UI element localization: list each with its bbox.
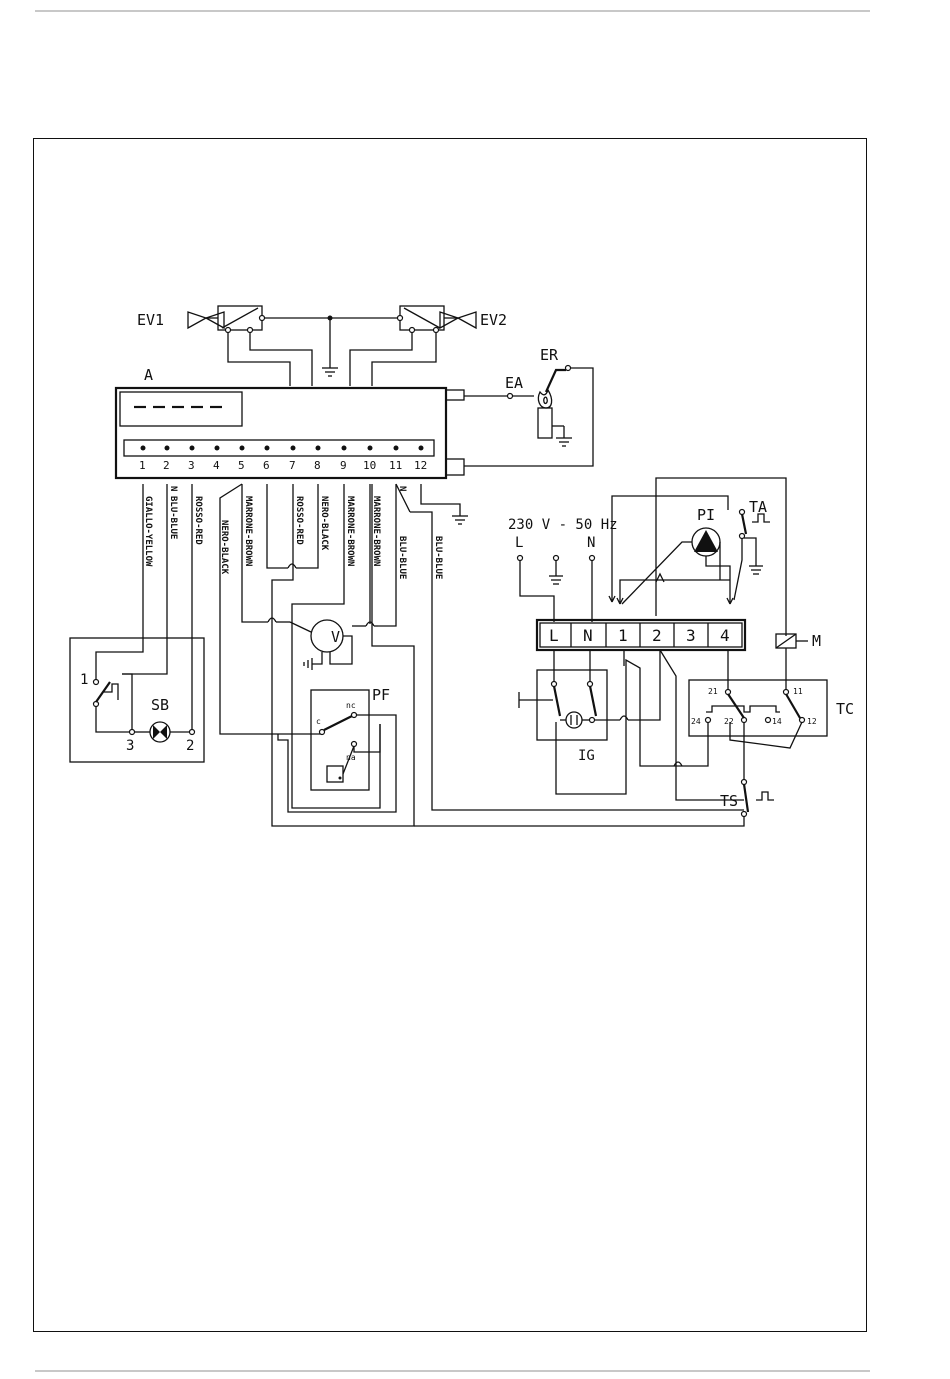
thermostat-ta (734, 510, 770, 601)
wire-label-5: MARRONE-BROWN (243, 496, 253, 566)
terminal-2: 2 (652, 626, 662, 645)
wire-label-10: MARRONE-BROWN (371, 496, 381, 566)
sb-box (70, 638, 204, 762)
relay-m (776, 634, 808, 690)
pin-9: 9 (340, 459, 347, 472)
pin-3: 3 (188, 459, 195, 472)
bottom-rule (35, 1370, 870, 1372)
er-label: ER (540, 346, 559, 364)
pin-5: 5 (238, 459, 245, 472)
pf-term-c: c (316, 717, 321, 726)
tc-label: TC (836, 700, 854, 718)
wire-label-9: MARRONE-BROWN (345, 496, 355, 566)
control-box-label: A (144, 366, 153, 384)
ev2-valve (398, 306, 477, 333)
sb-term-2: 2 (186, 738, 194, 754)
tc-term-11: 11 (793, 687, 803, 696)
ta-label: TA (749, 498, 767, 516)
wire-label-4: NERO-BLACK (219, 520, 229, 575)
wire-label-7: ROSSO-RED (294, 496, 304, 545)
wire-label-11: BLU-BLUE (397, 536, 407, 579)
tc-term-14: 14 (772, 717, 782, 726)
pf-term-na: na (346, 753, 356, 762)
pf-switch (268, 690, 396, 812)
ev1-label: EV1 (137, 311, 164, 329)
sb-label: SB (151, 696, 169, 714)
wire-label-1: GIALLO-YELLOW (143, 496, 153, 567)
supply-l: L (515, 535, 523, 551)
fan-v (290, 620, 352, 670)
wire-label-n2: N (168, 486, 178, 491)
pin-6: 6 (263, 459, 270, 472)
ev2-label: EV2 (480, 311, 507, 329)
supply-n: N (587, 535, 595, 551)
pin-12: 12 (414, 459, 427, 472)
sb-term-3: 3 (126, 738, 134, 754)
pin-8: 8 (314, 459, 321, 472)
tc-box (674, 650, 827, 780)
ea-label: EA (505, 374, 523, 392)
pin-2: 2 (163, 459, 170, 472)
pin-4: 4 (213, 459, 220, 472)
ev1-valve (188, 306, 265, 333)
ig-box (519, 650, 744, 800)
pin-7: 7 (289, 459, 296, 472)
tc-term-12: 12 (807, 717, 817, 726)
control-box-pins: 1 2 3 4 5 6 7 8 9 10 11 12 (139, 446, 427, 473)
terminal-1: 1 (618, 626, 628, 645)
terminal-3: 3 (686, 626, 696, 645)
ts-label: TS (720, 792, 738, 810)
pin-10: 10 (363, 459, 376, 472)
wire-label-8: NERO-BLACK (319, 496, 329, 551)
pf-term-nc: nc (346, 701, 356, 710)
pin-1: 1 (139, 459, 146, 472)
terminal-n: N (583, 626, 593, 645)
wire-label-12: BLU-BLUE (433, 536, 443, 579)
wire-label-3: ROSSO-RED (193, 496, 203, 545)
supply-label: 230 V - 50 Hz (508, 517, 618, 533)
electrodes (464, 366, 593, 467)
terminal-l: L (549, 626, 559, 645)
wire-label-2: BLU-BLUE (168, 496, 178, 539)
tc-term-24: 24 (691, 717, 701, 726)
pin-11: 11 (389, 459, 402, 472)
pump-label: PI (697, 506, 715, 524)
tc-term-22: 22 (724, 717, 734, 726)
fan-label: V (331, 628, 340, 646)
supply-wiring (518, 556, 595, 623)
ig-label: IG (578, 748, 595, 764)
terminal-block: L N 1 2 3 4 (537, 620, 745, 650)
terminal-4: 4 (720, 626, 730, 645)
tc-term-21: 21 (708, 687, 718, 696)
valve-wiring (228, 316, 436, 387)
relay-label: M (812, 632, 821, 650)
pf-label: PF (372, 686, 390, 704)
sb-term-1: 1 (80, 672, 88, 688)
wire-label-n11: N (397, 486, 407, 491)
